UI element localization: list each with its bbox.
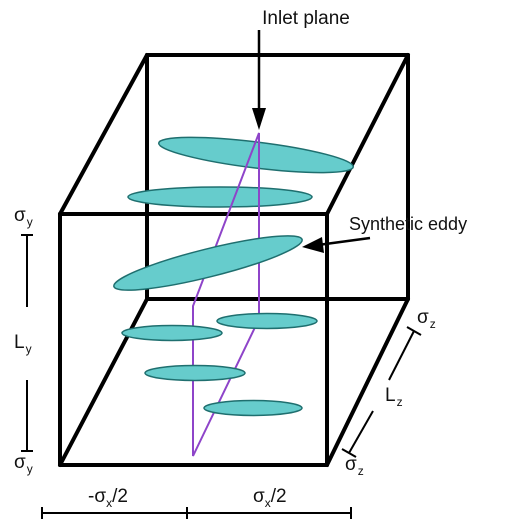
box-edge-top-right xyxy=(325,53,410,216)
synthetic-eddy-label: Synthetic eddy xyxy=(349,214,467,234)
y-dimension-line xyxy=(21,234,33,452)
neg-half-sigma-x-label: -σx/2 xyxy=(88,486,128,510)
x-dimension-line xyxy=(41,507,352,519)
sigma-y-bottom-label: σy xyxy=(14,452,33,476)
eddy-lower-right xyxy=(216,312,318,330)
box-edge-bottom-left xyxy=(58,297,149,467)
eddy-tilted xyxy=(113,235,303,291)
domain-box xyxy=(58,53,410,467)
sigma-y-top-label: σy xyxy=(14,205,33,229)
inlet-plane-arrow xyxy=(252,30,266,130)
eddy-top-back xyxy=(157,136,355,174)
L-y-label: Ly xyxy=(14,332,32,356)
sigma-z-bottom-label: σz xyxy=(345,454,364,478)
sigma-z-top-label: σz xyxy=(417,307,436,331)
z-dimension-line xyxy=(341,326,422,458)
eddy-low-middle xyxy=(144,364,246,382)
inlet-plane-label: Inlet plane xyxy=(262,8,350,29)
eddy-upper-middle xyxy=(127,186,313,208)
box-edge-bottom-right xyxy=(325,297,410,467)
eddy-bottom xyxy=(203,399,303,417)
half-sigma-x-label: σx/2 xyxy=(253,486,287,510)
box-edge-top-left xyxy=(58,53,149,216)
L-z-label: Lz xyxy=(385,385,403,409)
synthetic-eddy-arrow xyxy=(302,236,371,253)
eddy-lower-left xyxy=(121,324,223,342)
